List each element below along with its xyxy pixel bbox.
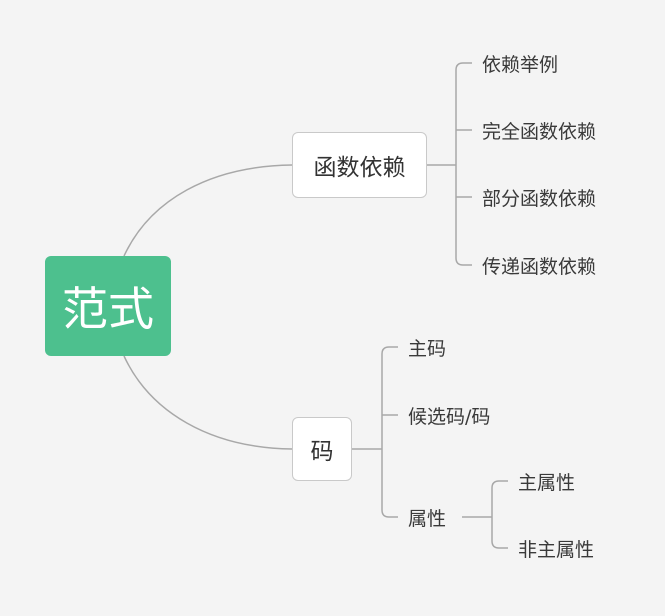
leaf-node-non-prime-attribute[interactable]: 非主属性 — [518, 538, 595, 561]
node-attribute[interactable]: 属性 — [408, 507, 447, 530]
connector-attribute-bracket — [462, 480, 508, 549]
connector-root-to-key — [123, 355, 293, 450]
connector-root-to-functional-dependency — [123, 164, 293, 257]
connector-key-bracket — [352, 346, 398, 518]
branch-node-key[interactable]: 码 — [292, 417, 352, 481]
leaf-node-transitive-functional-dependency[interactable]: 传递函数依赖 — [482, 255, 597, 278]
leaf-node-full-functional-dependency[interactable]: 完全函数依赖 — [482, 120, 597, 143]
leaf-node-prime-attribute[interactable]: 主属性 — [518, 471, 576, 494]
branch-node-functional-dependency[interactable]: 函数依赖 — [292, 132, 427, 198]
leaf-node-primary-key[interactable]: 主码 — [408, 337, 447, 360]
leaf-node-dependency-example[interactable]: 依赖举例 — [482, 53, 559, 76]
root-node-normal-form[interactable]: 范式 — [45, 256, 171, 356]
connector-functional-dependency-bracket — [427, 62, 472, 266]
leaf-node-partial-functional-dependency[interactable]: 部分函数依赖 — [482, 187, 597, 210]
leaf-node-candidate-key[interactable]: 候选码/码 — [408, 405, 491, 428]
